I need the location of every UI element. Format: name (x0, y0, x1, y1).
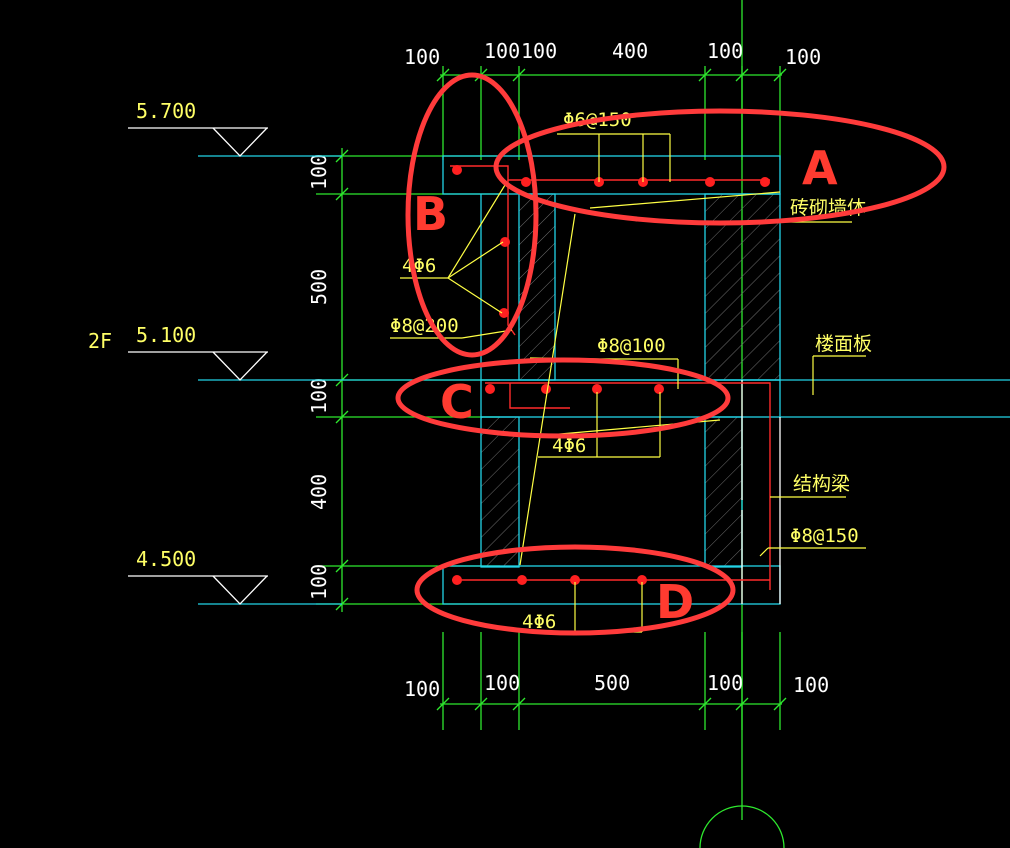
top-dim-1: 100 (404, 45, 440, 69)
left-dim-3: 100 (307, 378, 331, 414)
rebar-dot (592, 384, 602, 394)
top-dim-3: 100 (521, 39, 557, 63)
rebar-dot (637, 575, 647, 585)
bottom-dimension-line (436, 632, 787, 730)
top-dim-5: 100 (707, 39, 743, 63)
callout-a-ring (493, 108, 947, 226)
level-middle-label: 5.100 (136, 323, 196, 347)
rebar-dot (500, 237, 510, 247)
level-marker-middle (128, 351, 342, 381)
callout-d-label: D (656, 575, 694, 629)
callout-d-ring (414, 544, 736, 636)
rebar-dot (452, 165, 462, 175)
beam-stirrup-annotation: Φ8@150 (790, 525, 859, 547)
side-bars-annotation: 4Φ6 (402, 255, 436, 277)
rebar-dot (705, 177, 715, 187)
level-upper-label: 5.700 (136, 99, 196, 123)
floor-slab-annotation: 楼面板 (815, 333, 872, 355)
bottom-dim-5: 100 (793, 673, 829, 697)
callout-rings (395, 72, 947, 636)
callout-a-label: A (802, 141, 838, 195)
level-marker-lower (128, 575, 342, 605)
callout-b-label: B (413, 187, 448, 241)
top-dim-6: 100 (785, 45, 821, 69)
level-marker-upper (128, 127, 342, 157)
callout-c-ring (395, 357, 731, 439)
bottom-dim-2: 100 (484, 671, 520, 695)
left-dim-4: 400 (307, 474, 331, 510)
left-dim-1: 100 (307, 154, 331, 190)
structural-beam (741, 380, 781, 604)
mid-stirrup-annotation: Φ8@100 (597, 335, 666, 357)
callout-c-label: C (440, 375, 474, 429)
side-stirrup-annotation: Φ8@200 (390, 315, 459, 337)
callout-b-ring (405, 72, 539, 358)
structural-beam-annotation: 结构梁 (793, 473, 850, 495)
rebar-dot (760, 177, 770, 187)
rebar-dot (499, 308, 509, 318)
left-dim-5: 100 (307, 564, 331, 600)
rebar-dots (452, 165, 770, 585)
bottom-bars-annotation: 4Φ6 (522, 611, 556, 633)
rebar-dot (521, 177, 531, 187)
rebar-dot (570, 575, 580, 585)
bottom-dim-3: 500 (594, 671, 630, 695)
rebar-dot (654, 384, 664, 394)
bottom-dim-1: 100 (404, 677, 440, 701)
rebar-dot (452, 575, 462, 585)
rebar-dot (517, 575, 527, 585)
bottom-dim-4: 100 (707, 671, 743, 695)
mid-bars-annotation: 4Φ6 (552, 435, 586, 457)
top-dim-2: 100 (484, 39, 520, 63)
rebar-dot (485, 384, 495, 394)
top-dimension-line (436, 66, 787, 160)
lower-wall (442, 379, 781, 605)
left-dim-2: 500 (307, 269, 331, 305)
leader-lines (390, 133, 866, 633)
top-dim-4: 400 (612, 39, 648, 63)
rebar-dot (541, 384, 551, 394)
level-lower-label: 4.500 (136, 547, 196, 571)
floor-label: 2F (88, 329, 112, 353)
